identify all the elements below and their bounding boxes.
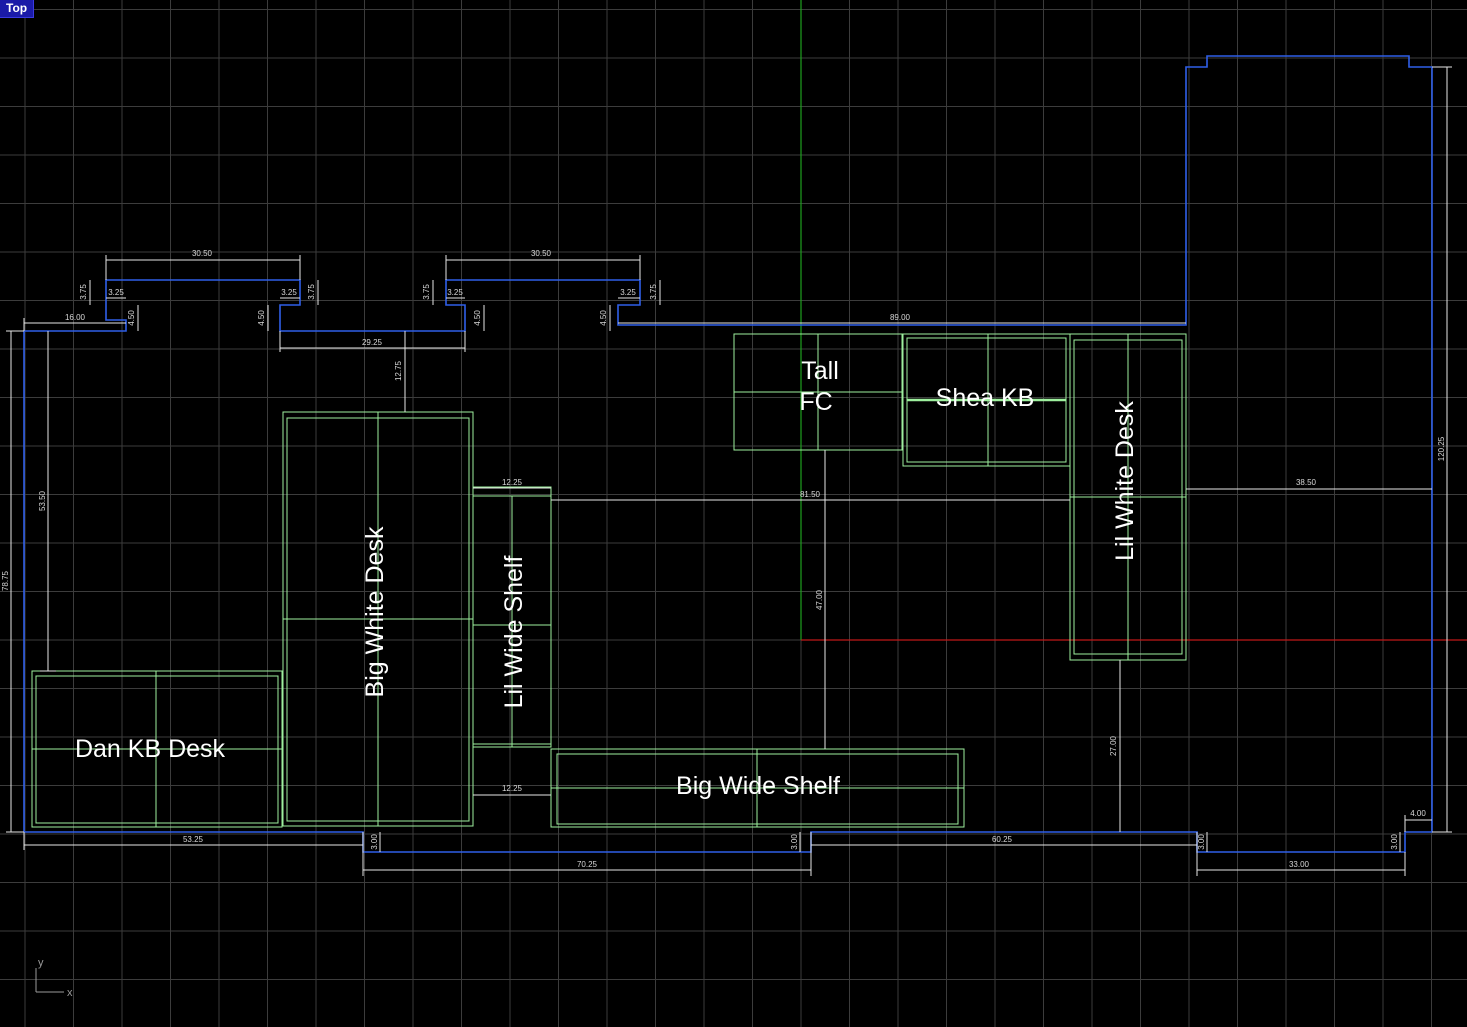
axis-x-label: x [67,987,73,999]
dim-text: 30.50 [531,249,552,258]
dim-text: 53.50 [38,490,47,511]
dim-text: 4.50 [257,310,266,326]
label-big-white-desk: Big White Desk [361,526,389,697]
dim-text: 3.25 [108,288,124,297]
label-lil-wide-shelf: Lil Wide Shelf [500,556,528,709]
lil-white-desk[interactable] [1069,333,1187,661]
dim-text: 47.00 [815,589,824,610]
label-tall-fc-line1: Tall [801,357,839,385]
dim-text: 4.50 [127,310,136,326]
dim-text: 38.50 [1296,478,1317,487]
big-wide-shelf[interactable] [550,748,965,828]
dim-text: 30.50 [192,249,213,258]
dim-text: 3.75 [79,284,88,300]
dim-text: 27.00 [1109,735,1118,756]
label-tall-fc-line2: FC [799,388,832,416]
dim-text: 12.25 [502,784,523,793]
dim-text: 3.25 [447,288,463,297]
label-lil-white-desk: Lil White Desk [1111,401,1139,561]
dim-text: 3.00 [1390,834,1399,850]
dimension-lines [6,66,1452,876]
dan-kb-desk[interactable] [31,670,283,828]
axis-y-label: y [38,957,44,969]
label-dan-kb-desk: Dan KB Desk [75,735,226,763]
dim-text: 3.00 [790,834,799,850]
dim-text: 3.25 [281,288,297,297]
dim-text: 4.00 [1410,809,1426,818]
dim-text: 81.50 [800,490,821,499]
dim-text: 12.25 [502,478,523,487]
dim-text: 60.25 [992,835,1013,844]
dim-text: 3.75 [307,284,316,300]
room-walls [23,55,1433,853]
dimension-texts: 30.50 30.50 3.25 3.25 3.25 3.25 3.75 3.7… [1,249,1446,869]
dim-text: 33.00 [1289,860,1310,869]
dim-text: 12.75 [394,360,403,381]
furniture [31,333,1187,828]
shea-kb[interactable] [902,333,1071,467]
dim-text: 4.50 [473,310,482,326]
dim-text: 4.50 [599,310,608,326]
dim-text: 53.25 [183,835,204,844]
label-shea-kb: Shea KB [936,384,1035,412]
dim-text: 3.00 [370,834,379,850]
furniture-labels: Dan KB Desk Big White Desk Lil Wide Shel… [75,357,1139,800]
dim-text: 89.00 [890,313,911,322]
dim-text: 3.00 [1197,834,1206,850]
axis-indicator-icon: y x [35,957,73,999]
lil-wide-shelf[interactable] [472,486,552,748]
viewport-title-tab[interactable]: Top [0,0,35,18]
dim-text: 3.75 [649,284,658,300]
dim-text: 16.00 [65,313,86,322]
dim-text: 3.75 [422,284,431,300]
tall-fc[interactable] [733,333,903,451]
dim-text: 70.25 [577,860,598,869]
label-big-wide-shelf: Big Wide Shelf [676,772,840,800]
wall-outline-main [23,55,1433,853]
dim-text: 3.25 [620,288,636,297]
dim-text: 120.25 [1437,436,1446,461]
dim-text: 29.25 [362,338,383,347]
dim-text: 78.75 [1,570,10,591]
